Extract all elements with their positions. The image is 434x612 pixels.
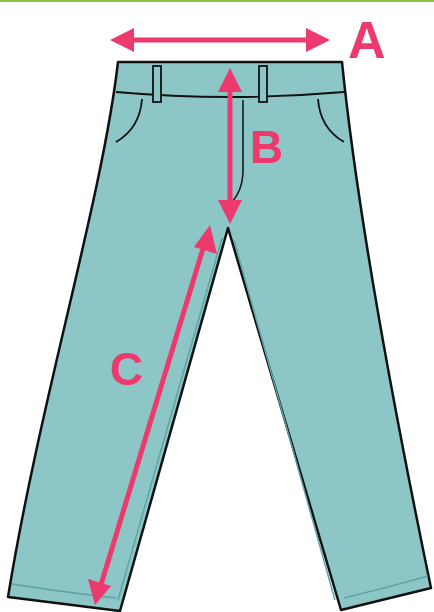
arrowhead	[88, 579, 111, 605]
top-rule	[0, 0, 434, 2]
inseam	[234, 240, 335, 600]
inseam	[118, 238, 222, 600]
pants-outline	[8, 62, 431, 611]
arrowhead	[218, 68, 242, 92]
arrow-a	[128, 38, 312, 43]
hem-line	[344, 576, 428, 598]
belt-loop	[259, 66, 267, 102]
pocket-line	[318, 99, 344, 142]
pocket-line	[116, 99, 142, 142]
measure-arrows	[88, 28, 330, 605]
dimension-letter: B	[250, 124, 283, 170]
arrowhead	[194, 225, 217, 254]
belt-loop	[153, 66, 161, 102]
arrowhead	[218, 200, 242, 224]
dimension-letter: C	[110, 346, 143, 392]
arrowhead	[110, 28, 134, 52]
arrowhead	[306, 28, 330, 52]
dimension-letter: A	[348, 14, 386, 66]
arrow-b	[228, 86, 233, 206]
arrow-c	[100, 242, 205, 588]
